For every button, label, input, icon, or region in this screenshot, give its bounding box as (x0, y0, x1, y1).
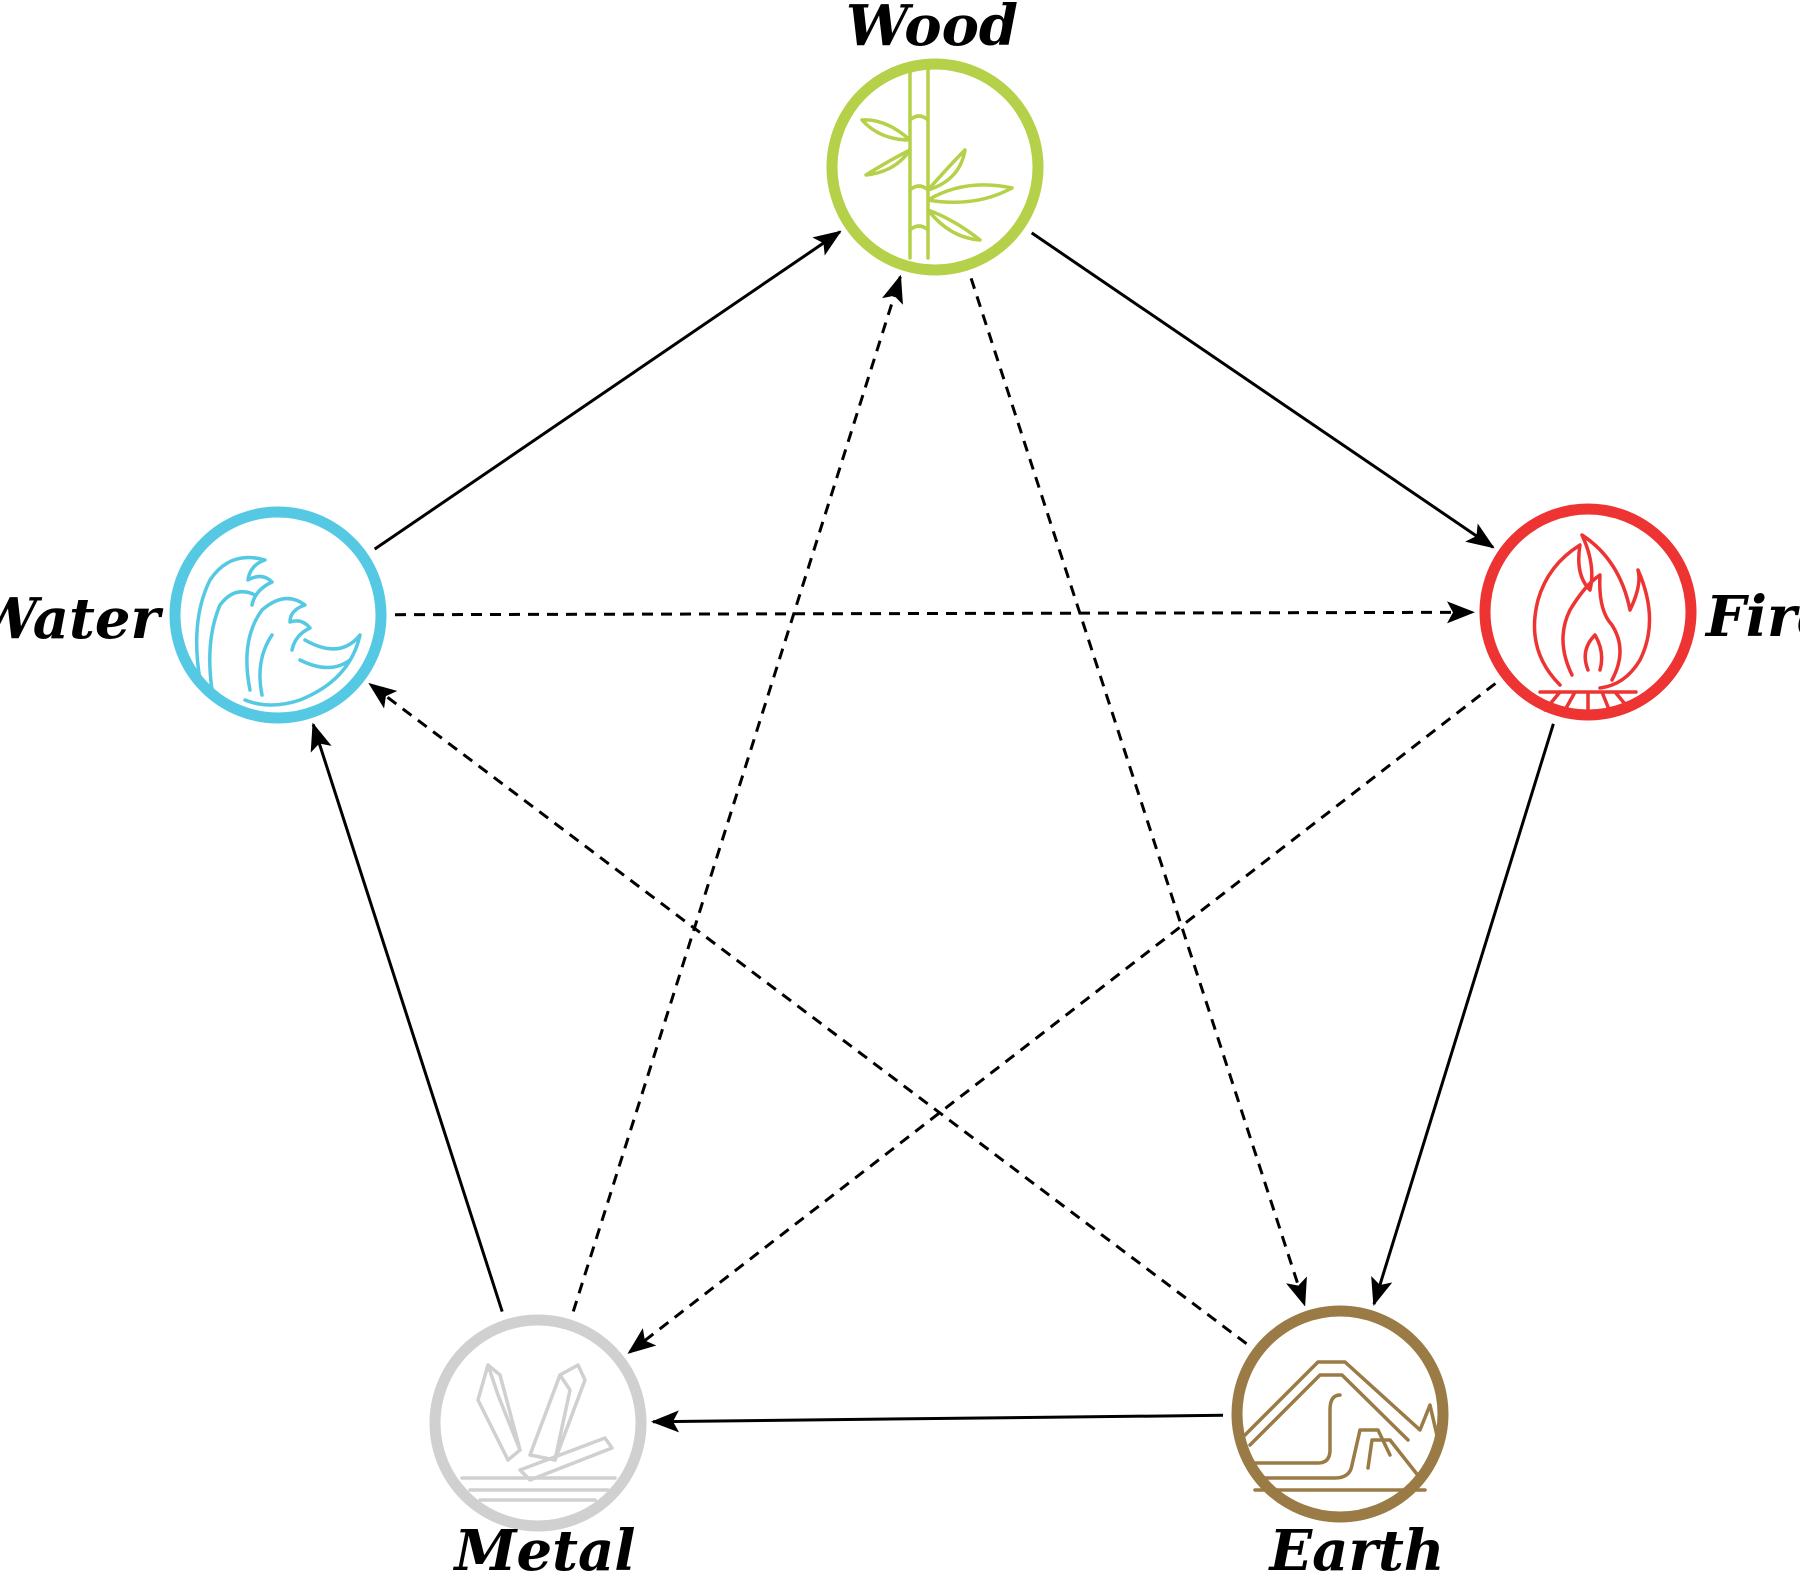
mountain-icon (1243, 1360, 1440, 1492)
bamboo-icon (860, 68, 1014, 260)
generating-arrow-earth-to-metal (651, 1410, 1224, 1433)
generating-arrow-metal-to-water (310, 722, 504, 1313)
metal-node: Metal (429, 1314, 647, 1584)
wood-label: Wood (846, 0, 1018, 59)
edges-layer (310, 230, 1555, 1433)
water-node: Water (0, 506, 387, 724)
metal-label: Metal (452, 1518, 635, 1584)
wood-node: Wood (826, 0, 1044, 276)
flame-icon (1532, 533, 1652, 714)
crystal-icon (460, 1363, 617, 1502)
earth-ring (1231, 1305, 1449, 1523)
controlling-arrow-metal-to-wood (571, 274, 903, 1312)
controlling-arrow-earth-to-water (368, 682, 1248, 1345)
generating-arrow-wood-to-fire (1030, 231, 1495, 549)
controlling-arrow-water-to-fire (394, 601, 1475, 624)
water-ring (169, 506, 387, 724)
generating-arrow-water-to-wood (373, 230, 842, 551)
controlling-arrow-fire-to-metal (627, 682, 1497, 1354)
fire-node: Fire (1479, 503, 1800, 721)
wood-ring (826, 58, 1044, 276)
metal-ring (429, 1314, 647, 1532)
wave-icon (194, 555, 362, 707)
controlling-arrow-wood-to-earth (969, 277, 1307, 1307)
water-label: Water (0, 586, 163, 652)
earth-label: Earth (1267, 1518, 1444, 1584)
earth-node: Earth (1231, 1305, 1449, 1584)
generating-arrow-fire-to-earth (1371, 723, 1555, 1307)
fire-label: Fire (1704, 584, 1800, 650)
